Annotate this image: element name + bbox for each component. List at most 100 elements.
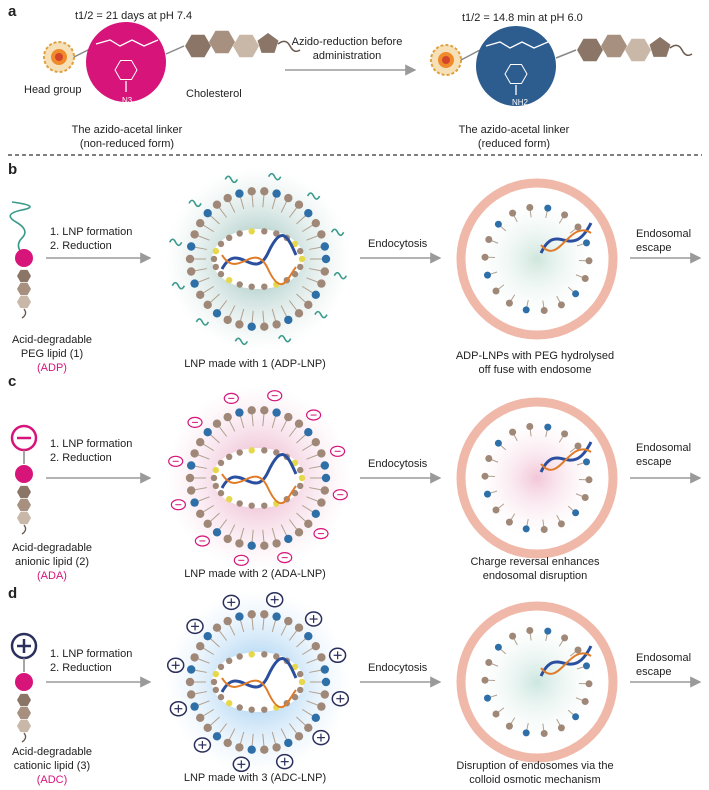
b-endosome-caption1: ADP-LNPs with PEG hydrolysed (455, 350, 615, 362)
d-lnp-tail (309, 691, 322, 695)
b-lnp-caption: LNP made with 1 (ADP-LNP) (184, 358, 326, 370)
panel-label-d: d (8, 585, 18, 602)
d-lnp-lipid-head (317, 653, 326, 662)
b-lipid-figure-chol1 (17, 269, 31, 283)
b-lnp-inner-head (226, 277, 233, 284)
head-group-icon-left-center (55, 53, 63, 61)
b-lnp-lipid-head (196, 290, 205, 299)
d-lnp-inner-head (261, 651, 268, 658)
b-lnp-tail (229, 201, 236, 213)
head-group-label: Head group (24, 84, 82, 96)
d-lnp-inner-head (291, 663, 299, 671)
d-lnp-lipid-head (317, 702, 326, 711)
d-lnp-inner-head (210, 678, 218, 686)
d-lnp-tail (271, 620, 276, 633)
c-lnp-inner-head (236, 500, 243, 507)
b-lnp-lipid-head (321, 254, 331, 264)
reduced-linker-sphere (476, 26, 556, 106)
c-lnp-tail (288, 426, 297, 437)
d-lnp-tail (262, 618, 265, 631)
half-life-nonreduced: t1/2 = 21 days at pH 7.4 (75, 10, 193, 22)
c-lnp-tail (306, 496, 318, 502)
c-lnp-tail (296, 434, 306, 444)
c-lnp-lipid-head (190, 498, 199, 507)
b-lnp-lipid-head (294, 309, 304, 318)
b-lnp-lipid-head (190, 230, 199, 239)
b-endosome-lumen (471, 193, 603, 325)
c-endosome-lipid-head (492, 506, 500, 514)
c-lipid-figure-tail (21, 524, 27, 535)
b-lnp-lipid-head (272, 189, 281, 198)
b-lnp-inner-head (273, 230, 280, 237)
c-lnp-lipid-head (284, 534, 293, 544)
d-lnp-lipid-head (203, 632, 212, 641)
b-lnp-tail (251, 195, 254, 208)
d-lnp-tail (301, 708, 313, 717)
b-lnp-lipid-head (196, 219, 205, 228)
b-lipid-figure-tail (21, 308, 27, 319)
c-lnp-tail (203, 443, 215, 452)
c-lnp-tail (271, 527, 276, 540)
d-lnp-inner-head (248, 651, 255, 658)
b-lnp-inner-head (226, 234, 233, 241)
b-lnp-inner-head (298, 255, 306, 263)
b-lnp-lipid-head (272, 320, 281, 329)
d-lnp-lipid-head (284, 616, 293, 626)
cholesterol-label: Cholesterol (186, 88, 242, 100)
d-lnp-mrna-strand1 (220, 657, 298, 693)
b-lnp-inner-head (236, 230, 243, 237)
c-endosome-lipid-head (581, 494, 589, 501)
c-lnp-inner-head (212, 482, 219, 490)
b-lnp-mrna-strand2 (221, 254, 297, 286)
b-endosome-lipid-head (583, 239, 590, 247)
d-lnp-inner-head (273, 653, 280, 660)
amine-group-label: NH2 (512, 98, 529, 107)
d-step2: 2. Reduction (50, 662, 112, 674)
b-lnp-lipid-head (223, 315, 232, 325)
d-endosome-lipid-head (485, 659, 493, 666)
d-lnp-lipid-head (311, 713, 320, 722)
c-lnp-lipid-head (317, 498, 326, 507)
c-lnp-tail (219, 519, 228, 530)
c-endosome-lipid-head (481, 472, 489, 480)
c-lnp-inner-head (291, 459, 299, 467)
b-step2: 2. Reduction (50, 240, 112, 252)
c-lipid-figure-chol2 (17, 498, 31, 512)
c-lnp-lipid-head (223, 534, 232, 544)
d-lnp-lipid-head (212, 623, 222, 632)
b-lnp-lipid-head (284, 193, 293, 203)
c-endosome-caption1: Charge reversal enhances (470, 556, 600, 568)
d-lnp-inner-head (261, 706, 268, 713)
c-lnp-tail (229, 420, 236, 432)
d-lnp-tail (229, 624, 236, 636)
b-endosome-lipid-head (484, 271, 491, 279)
b-lnp-tail (271, 308, 276, 321)
d-lipid-line2: cationic lipid (3) (13, 760, 91, 772)
b-lnp-lipid-head (212, 309, 222, 318)
d-lnp-inner-head (212, 670, 219, 678)
b-lnp-peg-corona (188, 199, 202, 208)
d-lnp-lipid-head (187, 690, 196, 699)
d-lnp-inner-head (298, 678, 306, 686)
d-lnp-inner-head (212, 686, 219, 694)
d-lnp-tail (271, 731, 276, 744)
d-lnp-lipid-head (187, 665, 196, 674)
b-endocytosis: Endocytosis (368, 238, 428, 250)
b-lnp-lipid-head (235, 320, 244, 329)
cholesterol-left-ring4 (257, 33, 279, 53)
b-lnp-peg-corona (277, 334, 292, 343)
c-endosome-caption2: endosomal disruption (482, 570, 588, 582)
c-lnp-lipid-head (304, 519, 313, 528)
c-lnp-inner-head (248, 447, 255, 454)
d-lipid-figure-chol3 (17, 719, 31, 733)
d-lnp-lipid-head (235, 612, 244, 621)
reduction-arrow-line2: administration (312, 50, 382, 62)
d-lnp-lipid-head (321, 677, 331, 687)
c-lnp-inner-head (297, 466, 304, 474)
linker-reduced-caption2: (reduced form) (477, 138, 551, 150)
c-lnp-lipid-head (190, 449, 199, 458)
b-lnp-tail (262, 195, 265, 208)
b-lnp-lipid-head (187, 267, 196, 276)
c-lnp-tail (240, 416, 245, 429)
